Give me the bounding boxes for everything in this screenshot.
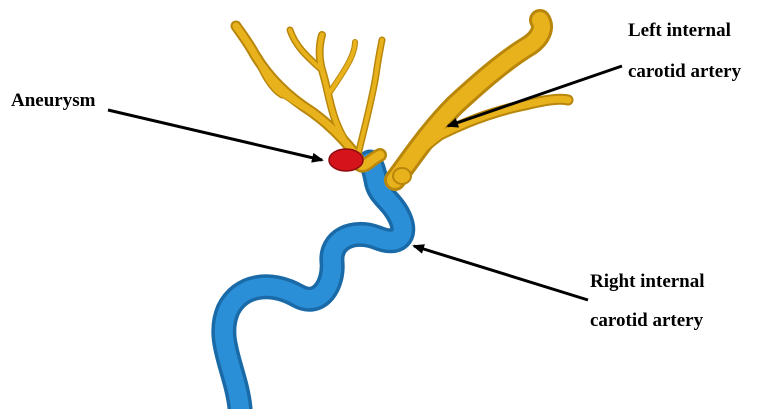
left-ica-label-line2: carotid artery [628,61,741,83]
right-ica-label-line2: carotid artery [590,310,705,332]
aneurysm-arrow [108,110,322,160]
left-ica-label: Left internal carotid artery [628,20,741,83]
aneurysm-shape [329,149,363,171]
left-ica-label-line1: Left internal [628,20,741,42]
aneurysm-label: Aneurysm [11,90,95,112]
right-ica-label-line1: Right internal [590,271,705,293]
right-internal-carotid-artery [224,162,403,408]
right-ica-arrow [414,246,588,300]
right-ica-label: Right internal carotid artery [590,271,705,332]
